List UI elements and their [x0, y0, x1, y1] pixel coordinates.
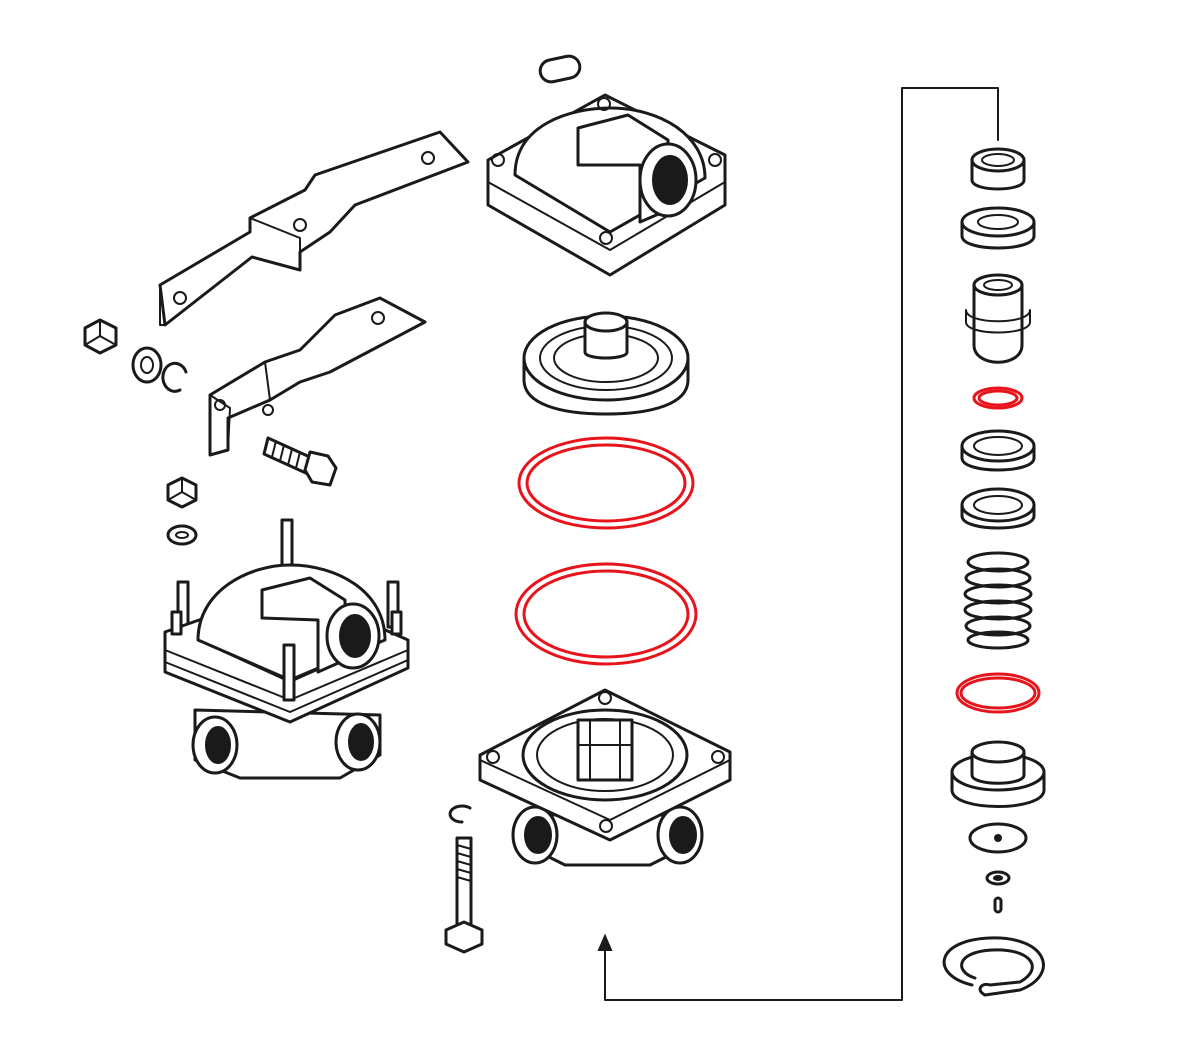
stack-valve-seat: [950, 740, 1046, 808]
stack-spring: [963, 551, 1033, 650]
assembly-leader-line: [597, 87, 999, 1001]
stack-pin: [993, 896, 1003, 914]
lower-valve-body: [478, 688, 732, 867]
medium-o-ring-stack: [955, 672, 1041, 714]
hex-nut-left: [83, 318, 118, 355]
stack-washer-1: [960, 206, 1036, 250]
snap-ring: [942, 936, 1045, 997]
large-o-ring-lower: [514, 562, 698, 666]
stack-small-washer: [985, 870, 1011, 886]
piston: [522, 311, 690, 416]
hex-bolt-horizontal: [262, 436, 338, 487]
small-o-ring-stack: [972, 386, 1024, 410]
slot-plug: [538, 54, 582, 84]
stack-disc: [968, 822, 1028, 854]
mounting-bracket-lower: [208, 296, 427, 457]
lock-washer-mid: [166, 524, 198, 546]
stack-cap: [970, 147, 1026, 191]
flat-washer-left: [131, 346, 163, 384]
large-o-ring-upper: [517, 436, 695, 530]
retaining-clip-bottom: [448, 804, 472, 824]
upper-cover: [486, 93, 727, 277]
assembled-relay-valve: [163, 518, 410, 780]
retaining-clip-left: [161, 361, 188, 393]
stack-washer-2: [960, 429, 1036, 472]
long-bolt: [444, 836, 484, 954]
stack-washer-3: [960, 487, 1036, 530]
mounting-bracket-upper: [158, 130, 470, 327]
hex-nut-mid: [166, 476, 198, 509]
stack-plunger: [965, 273, 1031, 364]
